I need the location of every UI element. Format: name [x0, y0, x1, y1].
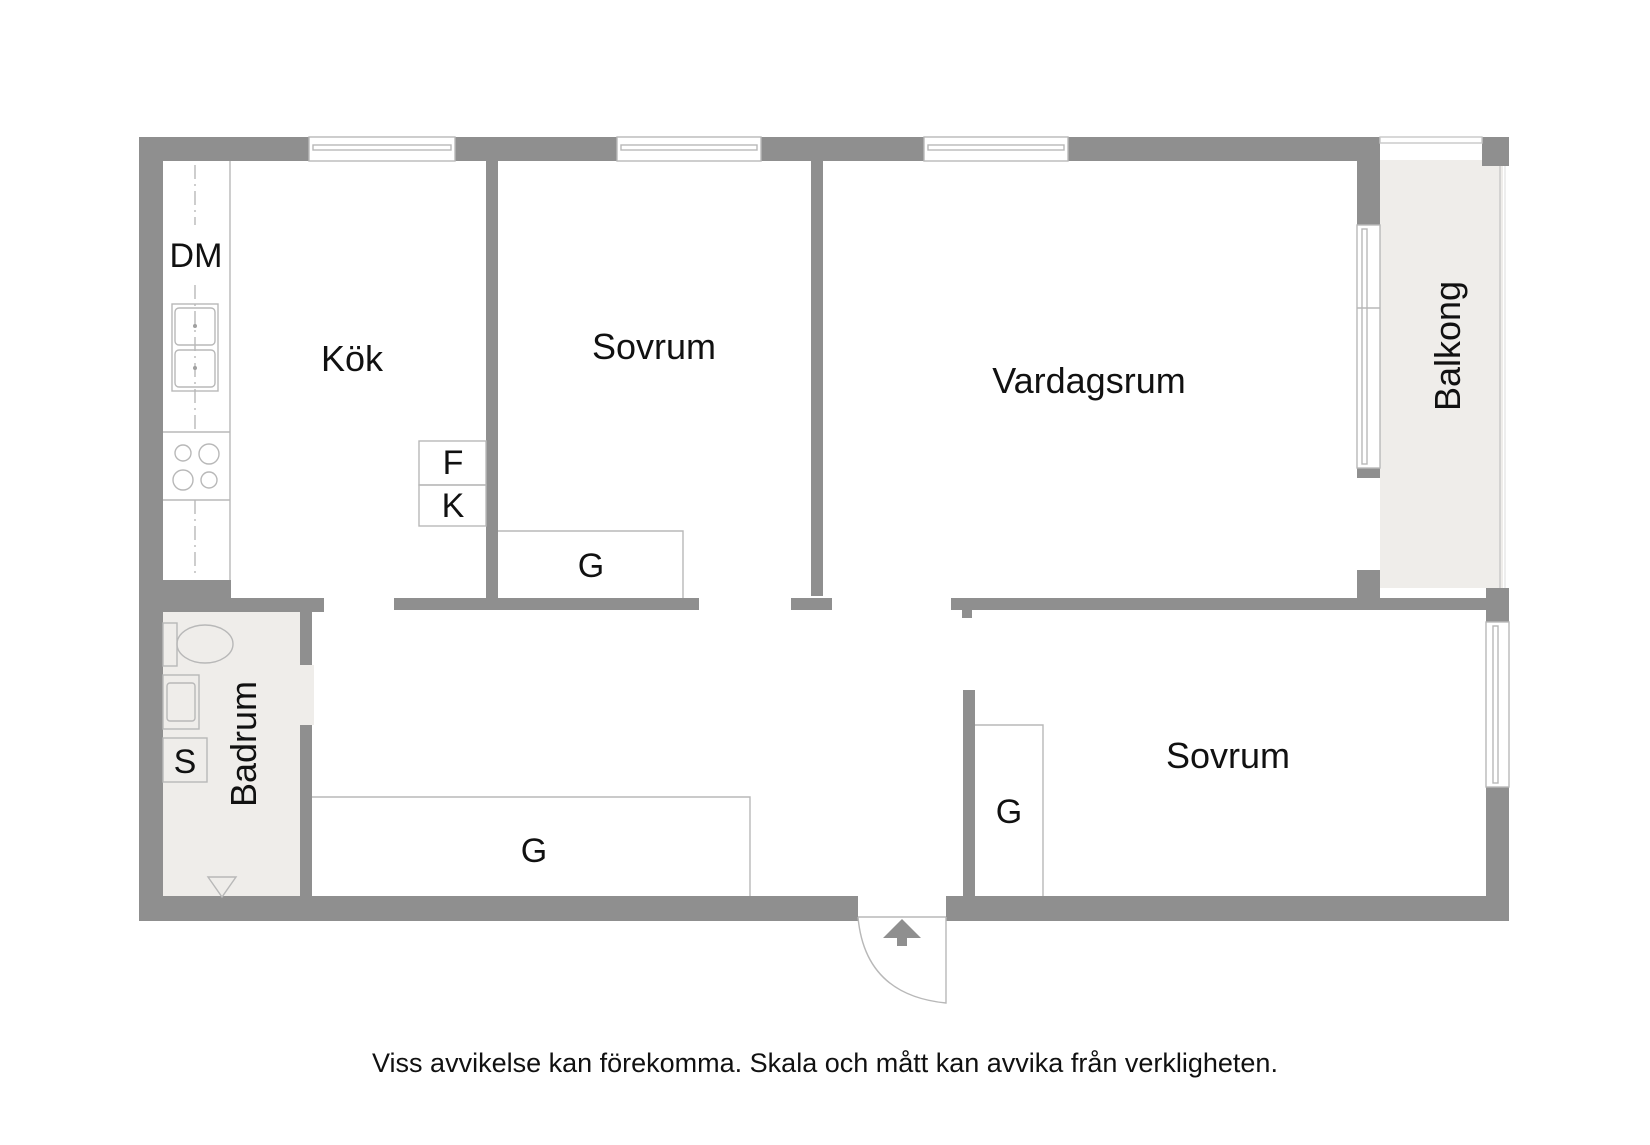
door-swing-icon [857, 916, 947, 1004]
balkong-floor [1380, 160, 1503, 588]
sink-icon [171, 303, 219, 392]
badrum-floor [162, 612, 302, 897]
wall-stub-center [791, 598, 832, 610]
wall-right-lower-top [1486, 588, 1509, 622]
balcony-corner-post [1482, 137, 1509, 166]
label-dishwasher: DM [169, 237, 223, 275]
freezer-box [418, 484, 487, 527]
wall-kok-sovrum [486, 160, 498, 606]
wall-kok-bottom [394, 598, 699, 610]
toilet-icon [162, 622, 234, 667]
room-label-kok: Kök [320, 338, 384, 379]
wall-right-lower-bottom [1486, 787, 1509, 921]
room-label-balkong: Balkong [1427, 280, 1468, 412]
shower-box [162, 737, 208, 783]
label-freezer: K [441, 487, 465, 525]
window-sovrum-2 [1485, 621, 1510, 788]
wall-vardagsrum-right-bottom [1357, 468, 1380, 478]
room-label-vardagsrum: Vardagsrum [992, 360, 1186, 401]
wall-top-2 [455, 137, 617, 161]
label-wardrobe-sovrum-1: G [577, 547, 605, 585]
wall-top-3 [761, 137, 924, 161]
label-fridge: F [442, 444, 464, 482]
room-label-badrum: Badrum [223, 680, 264, 808]
wardrobe-hall [312, 796, 751, 896]
wall-badrum-right-bottom [300, 725, 312, 897]
wall-vardagsrum-stub [962, 604, 972, 618]
entrance-arrow-icon [883, 919, 921, 946]
label-wardrobe-sovrum-2: G [995, 793, 1023, 831]
stove-icon [172, 443, 220, 491]
disclaimer-text: Viss avvikelse kan förekomma. Skala och … [372, 1048, 1278, 1078]
badrum-doorway-floor [300, 665, 314, 725]
room-label-sovrum-2: Sovrum [1165, 735, 1291, 776]
floor-drain-icon [206, 876, 238, 899]
wall-vardagsrum-bottom [951, 598, 1486, 610]
kitchen-counter [163, 161, 231, 580]
wall-bottom-left [139, 896, 858, 921]
wardrobe-sovrum-2 [975, 724, 1044, 896]
balcony-railing-top [1379, 136, 1483, 144]
window-vardagsrum [923, 136, 1069, 162]
wall-left [139, 137, 163, 921]
label-shower: S [173, 743, 197, 781]
wall-bottom-right [946, 896, 1509, 921]
window-sovrum-1 [616, 136, 762, 162]
room-label-sovrum-1: Sovrum [591, 326, 717, 367]
wall-badrum-right-top [300, 612, 312, 665]
washbasin-icon [162, 674, 200, 730]
wall-badrum-top [139, 598, 324, 612]
wall-top-1 [139, 137, 309, 161]
balcony-door [1356, 224, 1381, 469]
wardrobe-sovrum-1 [498, 530, 684, 598]
window-kok [308, 136, 456, 162]
wall-vardagsrum-right-top [1357, 137, 1380, 225]
wall-sovrum-vardagsrum [811, 160, 823, 596]
wall-sovrum-2-left [963, 690, 975, 897]
label-wardrobe-hall: G [520, 832, 548, 870]
wall-top-4 [1068, 137, 1380, 161]
